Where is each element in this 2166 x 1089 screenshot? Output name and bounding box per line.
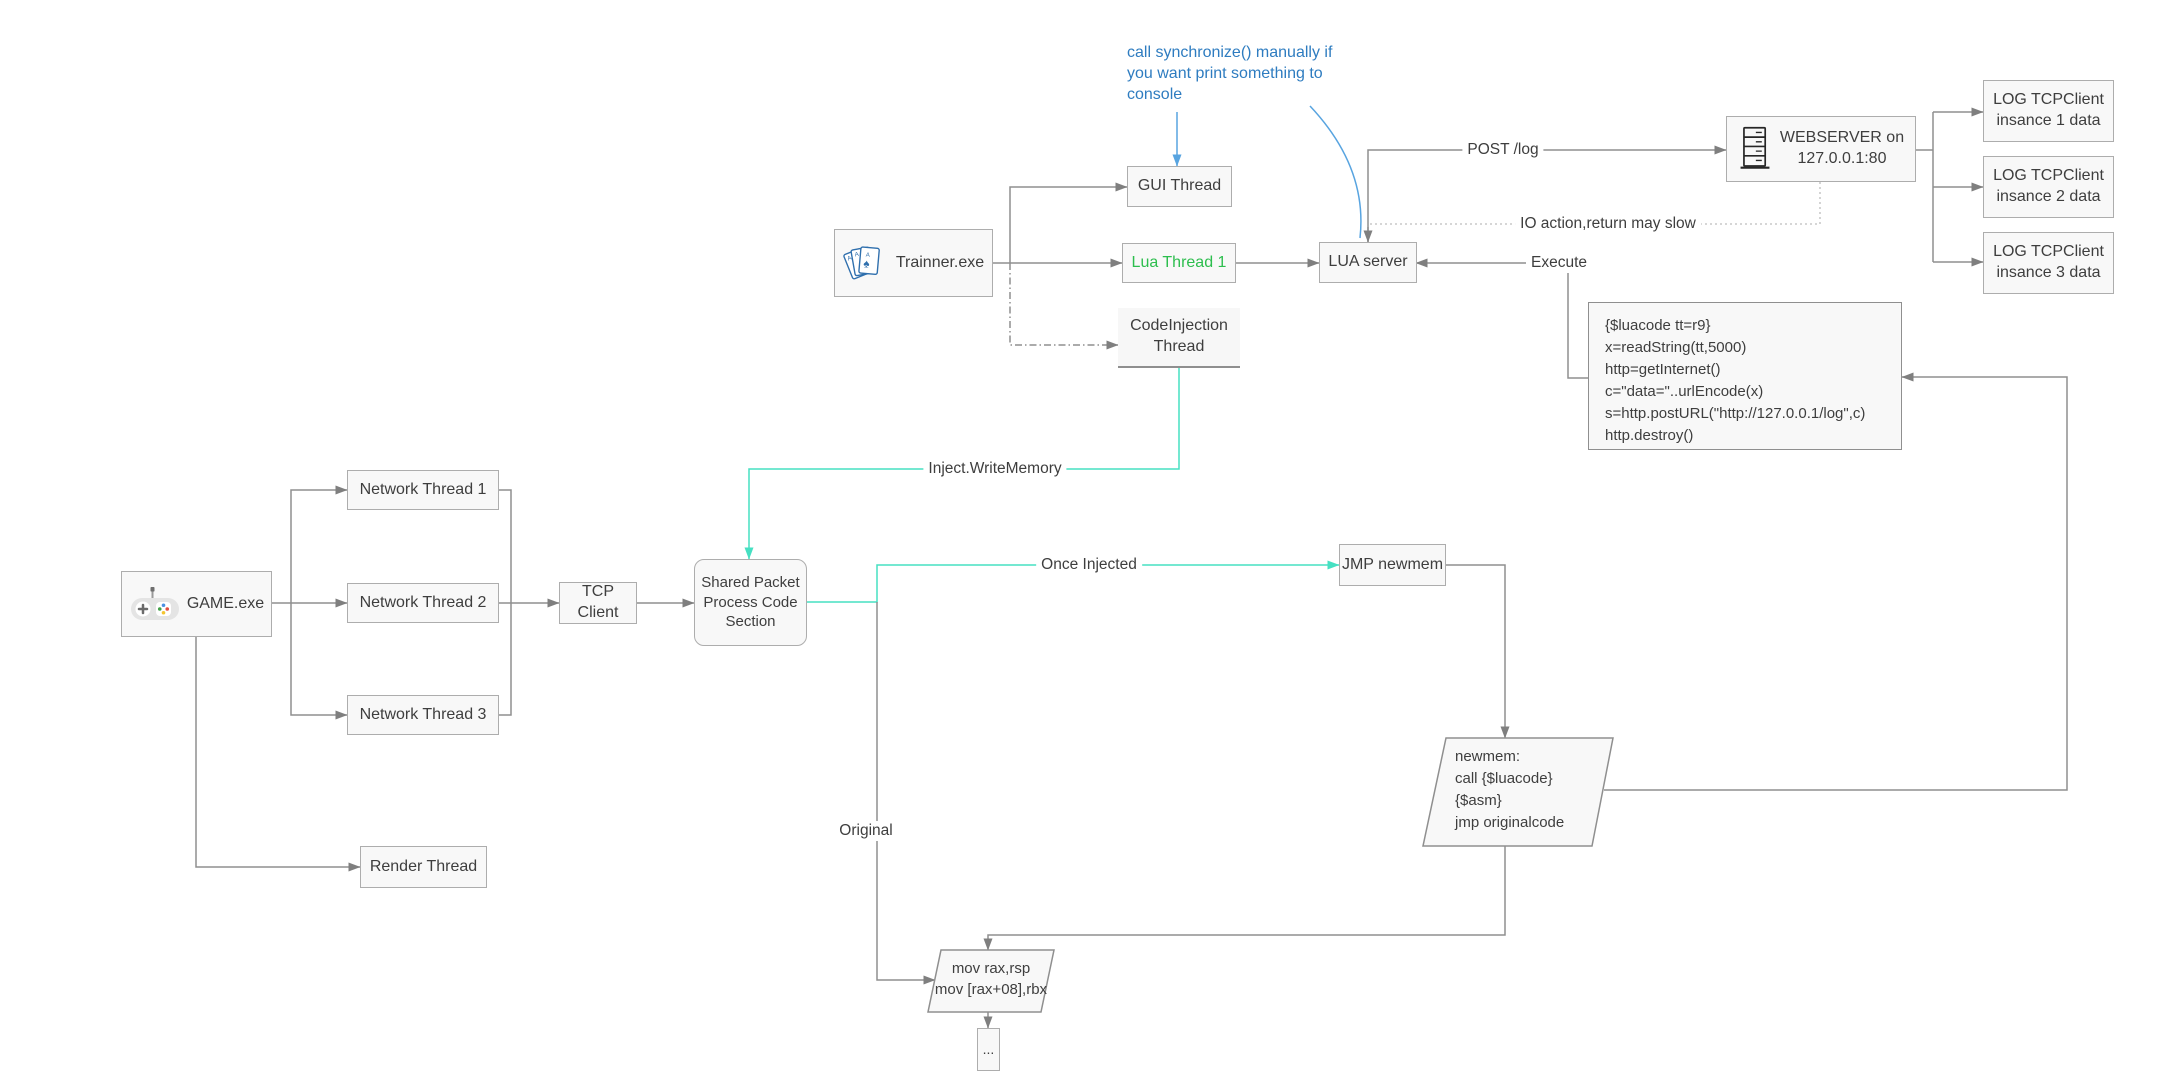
node-gui-thread: GUI Thread [1127,166,1232,207]
svg-text:♠: ♠ [863,258,870,270]
node-log-instance-3: LOG TCPClient insance 3 data [1983,232,2114,294]
edge-label-once-injected: Once Injected [1036,555,1142,575]
edge-io-return-dotted [1368,182,1821,225]
edge-annotation-to-luaserver [1309,105,1362,239]
mov-code-text: mov rax,rsp mov [rax+08],rbx [934,960,1048,998]
node-codeinjection-thread: CodeInjection Thread [1118,308,1240,368]
edge-jmp-to-newmem [1445,564,1510,739]
node-label: Network Thread 3 [359,705,487,723]
node-luacode-box: {$luacode tt=r9} x=readString(tt,5000) h… [1588,302,1902,450]
newmem-parallelogram [1422,737,1614,847]
node-label: GUI Thread [1137,177,1222,195]
node-label: ... [982,1041,995,1058]
node-label: Trainner.exe [895,253,985,271]
gamepad-icon [130,587,179,620]
edges-webserver [1363,107,1984,379]
node-label: {$luacode tt=r9} x=readString(tt,5000) h… [1605,317,1866,444]
svg-text:A: A [854,251,860,259]
node-label: JMP newmem [1341,555,1444,573]
node-ellipsis: ... [977,1028,1000,1071]
node-network-thread-3: Network Thread 3 [347,695,499,735]
node-trainner-exe: A ♠ A A Trainner.exe [834,229,993,297]
node-label: CodeInjection Thread [1130,317,1228,355]
annotation-note: call synchronize() manually if you want … [1127,44,1333,103]
edge-execute [1415,258,1588,379]
mov-parallelogram [927,949,1055,1013]
node-label: LOG TCPClient insance 2 data [1993,167,2104,205]
node-lua-thread-1: Lua Thread 1 [1122,243,1236,283]
node-label: Shared Packet Process Code Section [701,574,800,631]
node-log-instance-1: LOG TCPClient insance 1 data [1983,80,2114,142]
node-log-instance-2: LOG TCPClient insance 2 data [1983,156,2114,218]
edges-game-threads [195,485,695,872]
newmem-code-text: newmem: call {$luacode} {$asm} jmp origi… [1455,748,1565,831]
edge-newmem-to-luacode [1604,372,2068,791]
edge-label-execute: Execute [1525,253,1593,273]
svg-text:A: A [865,252,871,259]
node-shared-packet-section: Shared Packet Process Code Section [694,559,807,646]
edge-webserver-branch [1916,112,1934,262]
node-network-thread-1: Network Thread 1 [347,470,499,510]
edges-trainner [993,182,1320,350]
edge-trainner-to-gui [1009,182,1128,263]
node-lua-server: LUA server [1319,242,1417,283]
node-tcp-client: TCP Client [559,582,637,624]
edge-game-to-network1 [290,485,348,603]
edge-label-original: Original [834,821,898,841]
edge-label-post-log: POST /log [1462,140,1544,160]
edge-game-to-network3 [290,603,348,720]
node-label: LOG TCPClient insance 1 data [1993,91,2104,129]
node-network-thread-2: Network Thread 2 [347,583,499,623]
node-render-thread: Render Thread [360,846,487,888]
node-label: Network Thread 2 [359,593,487,611]
node-label: Network Thread 1 [359,480,487,498]
node-label: WEBSERVER on 127.0.0.1:80 [1779,129,1905,167]
node-game-exe: GAME.exe [121,571,272,637]
node-label: Lua Thread 1 [1131,253,1227,271]
edge-label-io-action: IO action,return may slow [1515,214,1701,234]
node-label: LOG TCPClient insance 3 data [1993,243,2104,281]
edges-annotation [1172,105,1362,239]
edge-original [876,602,936,985]
node-webserver: WEBSERVER on 127.0.0.1:80 [1726,116,1916,182]
node-label: TCP Client [577,583,619,621]
node-label: LUA server [1328,253,1408,271]
edge-newmem-to-mov [983,846,1506,951]
playing-cards-icon: A ♠ A A [843,246,880,280]
edge-post-log [1367,145,1727,242]
svg-text:A: A [846,254,853,262]
parallelograms [927,737,1614,1013]
node-jmp-newmem: JMP newmem [1339,544,1446,586]
node-label: Render Thread [369,857,478,875]
server-rack-icon [1740,126,1770,169]
edge-game-to-render [195,637,361,872]
edge-trainner-to-codeinjection [1009,263,1119,350]
node-label: GAME.exe [186,594,265,612]
edge-label-inject-writememory: Inject.WriteMemory [923,459,1067,479]
